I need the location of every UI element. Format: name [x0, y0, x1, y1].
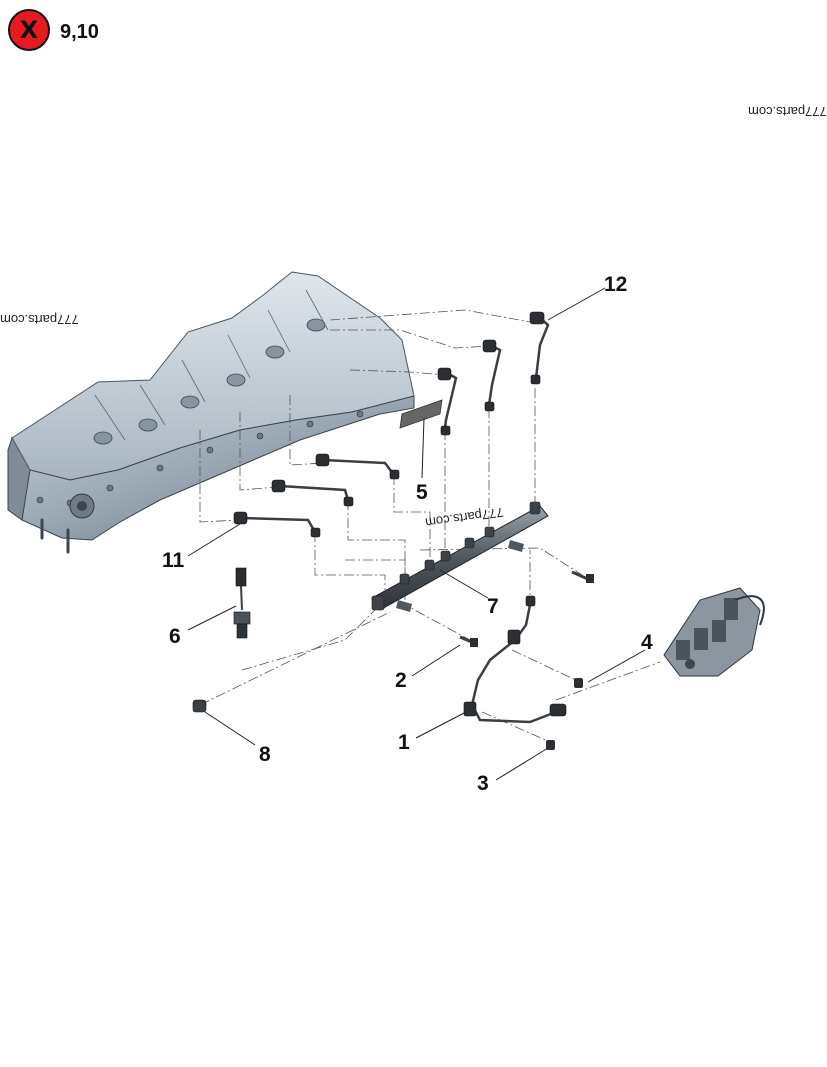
callout-12[interactable]: 12	[604, 273, 628, 296]
sensor-with-cable	[233, 567, 251, 639]
watermark: 777parts.com	[748, 104, 827, 119]
callout-7[interactable]: 7	[487, 595, 499, 618]
callout-4[interactable]: 4	[641, 631, 653, 654]
watermark: 777parts.com	[0, 312, 79, 327]
bolt-3	[546, 740, 555, 750]
callout-5[interactable]: 5	[416, 481, 428, 504]
fuel-rail	[371, 501, 549, 612]
bolt-2	[459, 635, 478, 647]
callout-2[interactable]: 2	[395, 669, 407, 692]
gasket	[399, 399, 443, 429]
callout-8[interactable]: 8	[259, 743, 271, 766]
plug	[192, 699, 207, 713]
callout-6[interactable]: 6	[169, 625, 181, 648]
callout-3[interactable]: 3	[477, 772, 489, 795]
remove-x-icon[interactable]: X	[7, 8, 51, 52]
cylinder-head-cover	[7, 271, 415, 554]
high-pressure-pump	[663, 587, 765, 677]
bolt-4	[574, 678, 583, 688]
callout-1[interactable]: 1	[398, 731, 410, 754]
callout-11[interactable]: 11	[162, 549, 185, 572]
supply-pipe	[470, 604, 557, 724]
callout-pointers	[187, 287, 646, 781]
parts-diagram	[7, 271, 765, 781]
pipe-nuts	[233, 311, 545, 538]
rail-bolt	[571, 570, 594, 583]
supply-pipe-fittings	[463, 595, 567, 717]
leader-lines	[199, 309, 661, 743]
badge-glyph: X	[20, 16, 39, 44]
badge-label: 9,10	[60, 21, 99, 43]
